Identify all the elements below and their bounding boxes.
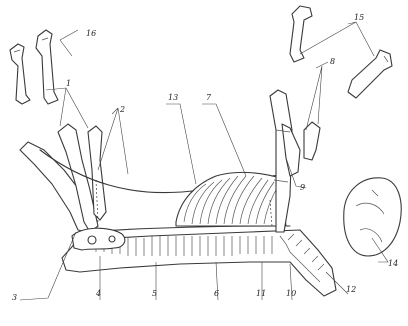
callout-5: 5 — [152, 289, 157, 298]
loose-bones-right — [290, 6, 392, 98]
callout-8: 8 — [330, 57, 335, 66]
callout-10: 10 — [286, 289, 296, 298]
callout-1: 1 — [66, 79, 71, 88]
callout-16: 16 — [86, 29, 96, 38]
skull-fragment — [344, 178, 401, 256]
callout-13: 13 — [168, 93, 178, 102]
callout-2: 2 — [119, 105, 125, 114]
skeleton-assemblage — [20, 90, 336, 296]
callout-3: 3 — [12, 293, 17, 302]
loose-bones-left — [10, 30, 58, 104]
callout-4: 4 — [95, 289, 101, 298]
callout-6: 6 — [214, 289, 219, 298]
callout-12: 12 — [346, 285, 356, 294]
callout-9: 9 — [300, 183, 305, 192]
callout-11: 11 — [256, 289, 266, 298]
callout-14: 14 — [388, 259, 398, 268]
callout-7: 7 — [206, 93, 212, 102]
callout-15: 15 — [354, 13, 364, 22]
